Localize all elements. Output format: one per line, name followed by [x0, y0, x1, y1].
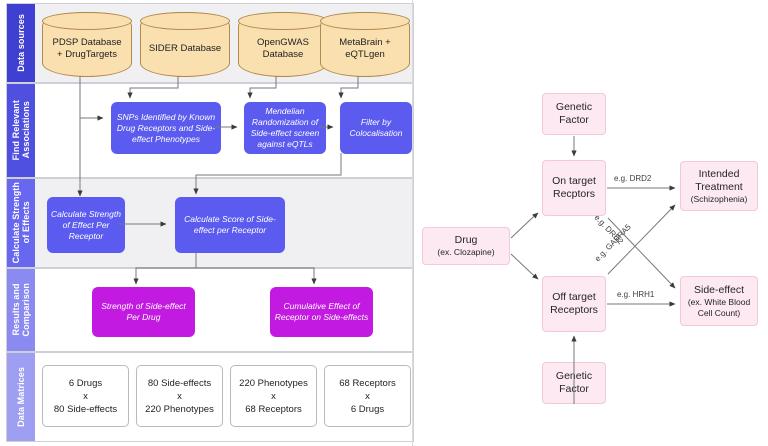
- edge-drug-to-off-target: [510, 253, 539, 280]
- node-side-effect[interactable]: Side-effect (ex. White Blood Cell Count): [680, 276, 758, 326]
- band-body-data-sources: PDSP Database + DrugTargets SIDER Databa…: [35, 4, 413, 82]
- result-cumulative-label: Cumulative Effect of Receptor on Side-ef…: [274, 301, 369, 322]
- band-body-associations: SNPs Identified by Known Drug Receptors …: [35, 84, 413, 177]
- result-strength-of-side-effect-per-drug[interactable]: Strength of Side-effect Per Drug: [92, 287, 195, 337]
- node-off-target-receptors[interactable]: Off target Receptors: [542, 276, 606, 332]
- band-data-sources: Data sources PDSP Database + DrugTargets…: [6, 3, 414, 83]
- datasource-metabrain[interactable]: MetaBrain + eQTLgen: [320, 12, 410, 77]
- process-score-of-side-effect-per-receptor[interactable]: Calculate Score of Side-effect per Recep…: [175, 197, 285, 253]
- node-intended-treatment-title: Intended Treatment: [695, 167, 743, 193]
- edge-label-off-target-to-side-effect: e.g. HRH1: [617, 290, 655, 299]
- matrix-phenotypes-receptors[interactable]: 220 Phenotypes x 68 Receptors: [230, 365, 317, 427]
- band-label-data-matrices: Data Matrices: [7, 353, 35, 441]
- band-label-text: Results and Comparison: [11, 283, 31, 337]
- matrix-receptors-drugs[interactable]: 68 Receptors x 6 Drugs: [324, 365, 411, 427]
- node-intended-treatment-sub: (Schizophenia): [690, 193, 748, 204]
- process-strength-of-effect-label: Calculate Strength of Effect Per Recepto…: [51, 208, 121, 241]
- process-score-of-side-effect-label: Calculate Score of Side-effect per Recep…: [184, 214, 276, 235]
- band-label-associations: Find Relevant Associations: [7, 84, 35, 177]
- datasource-pdsp-label: PDSP Database + DrugTargets: [52, 36, 122, 60]
- band-label-text: Data sources: [16, 14, 26, 72]
- panel-divider: [412, 0, 413, 446]
- result-strength-label: Strength of Side-effect Per Drug: [101, 301, 186, 322]
- node-side-effect-title: Side-effect: [693, 283, 744, 296]
- band-label-calculate-strength: Calculate Strength of Effects: [7, 179, 35, 267]
- process-filter-colocalisation-label: Filter by Colocalisation: [349, 117, 403, 138]
- result-cumulative-effect-of-receptor[interactable]: Cumulative Effect of Receptor on Side-ef…: [270, 287, 373, 337]
- node-drug-title: Drug: [454, 234, 478, 246]
- process-mendelian-randomization-label: Mendelian Randomization of Side-effect s…: [250, 106, 320, 149]
- process-snps-identified-label: SNPs Identified by Known Drug Receptors …: [116, 111, 216, 144]
- node-intended-treatment[interactable]: Intended Treatment (Schizophenia): [680, 161, 758, 211]
- process-strength-of-effect-per-receptor[interactable]: Calculate Strength of Effect Per Recepto…: [47, 197, 125, 253]
- band-body-results: Strength of Side-effect Per Drug Cumulat…: [35, 269, 413, 351]
- edge-label-on-target-to-intended: e.g. DRD2: [614, 174, 652, 183]
- band-label-text: Find Relevant Associations: [11, 100, 31, 161]
- pipeline-flowchart: Data sources PDSP Database + DrugTargets…: [6, 3, 414, 442]
- node-side-effect-sub: (ex. White Blood Cell Count): [687, 296, 751, 318]
- process-snps-identified[interactable]: SNPs Identified by Known Drug Receptors …: [111, 102, 221, 154]
- node-genetic-factor-top-label: Genetic Factor: [555, 101, 593, 126]
- node-genetic-factor-bottom[interactable]: Genetic Factor: [542, 362, 606, 404]
- datasource-opengwas-label: OpenGWAS Database: [257, 36, 309, 60]
- node-off-target-label: Off target Receptors: [550, 291, 598, 316]
- process-mendelian-randomization[interactable]: Mendelian Randomization of Side-effect s…: [244, 102, 326, 154]
- matrix-sideeffects-phenotypes[interactable]: 80 Side-effects x 220 Phenotypes: [136, 365, 223, 427]
- datasource-opengwas[interactable]: OpenGWAS Database: [238, 12, 328, 77]
- edge-drug-to-on-target: [510, 212, 539, 239]
- matrix-drugs-sideeffects[interactable]: 6 Drugs x 80 Side-effects: [42, 365, 129, 427]
- node-genetic-factor-top[interactable]: Genetic Factor: [542, 93, 606, 135]
- datasource-sider-label: SIDER Database: [148, 42, 222, 54]
- node-on-target-receptors[interactable]: On target Recptors: [542, 160, 606, 216]
- node-drug-sub: (ex. Clozapine): [437, 247, 495, 257]
- band-label-text: Data Matrices: [16, 367, 26, 427]
- band-label-text: Calculate Strength of Effects: [11, 182, 31, 264]
- node-drug[interactable]: Drug (ex. Clozapine): [422, 227, 510, 265]
- process-filter-colocalisation[interactable]: Filter by Colocalisation: [340, 102, 412, 154]
- band-label-data-sources: Data sources: [7, 4, 35, 82]
- datasource-metabrain-label: MetaBrain + eQTLgen: [339, 36, 391, 60]
- mechanism-diagram: Genetic Factor On target Recptors Off ta…: [412, 0, 768, 446]
- band-body-calculate-strength: Calculate Strength of Effect Per Recepto…: [35, 179, 413, 267]
- band-data-matrices: Data Matrices 6 Drugs x 80 Side-effects …: [6, 352, 414, 442]
- node-on-target-label: On target Recptors: [552, 175, 596, 200]
- node-genetic-factor-bottom-label: Genetic Factor: [555, 370, 593, 395]
- band-find-relevant-associations: Find Relevant Associations SNPs Identifi…: [6, 83, 414, 178]
- datasource-sider[interactable]: SIDER Database: [140, 12, 230, 77]
- band-calculate-strength: Calculate Strength of Effects Calculate …: [6, 178, 414, 268]
- band-body-data-matrices: 6 Drugs x 80 Side-effects 80 Side-effect…: [35, 353, 413, 441]
- band-results-comparison: Results and Comparison Strength of Side-…: [6, 268, 414, 352]
- edge-on-target-to-side-effect: [607, 217, 676, 289]
- datasource-pdsp[interactable]: PDSP Database + DrugTargets: [42, 12, 132, 77]
- band-label-results: Results and Comparison: [7, 269, 35, 351]
